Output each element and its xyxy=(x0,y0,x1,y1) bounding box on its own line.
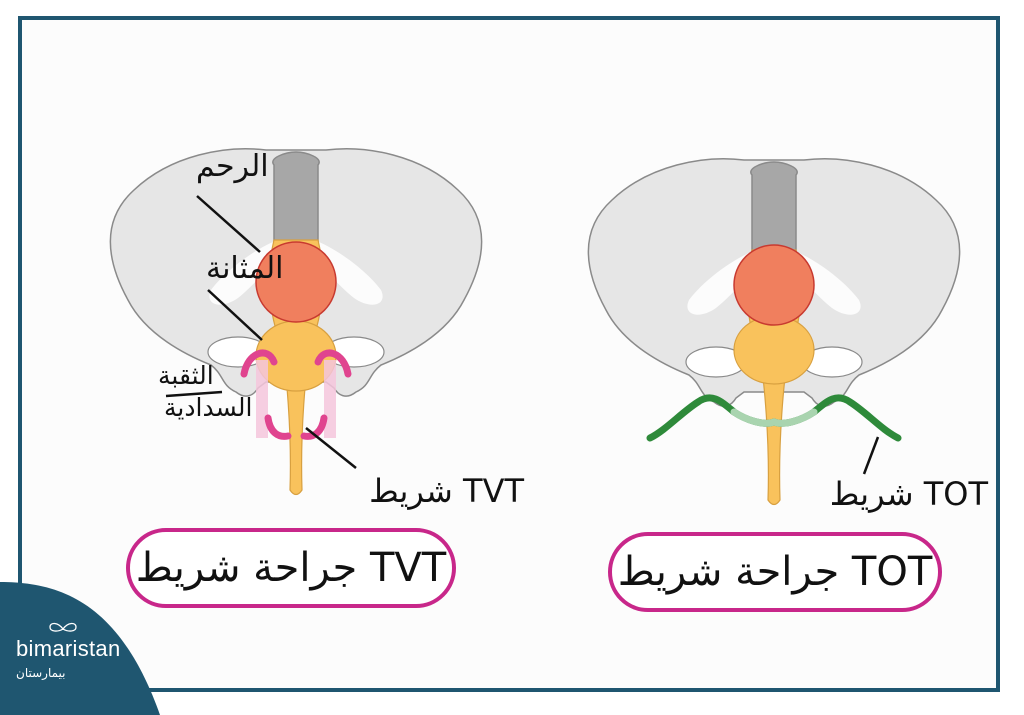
tvt-diagram: الرحم المثانة الثقبة السدادية شريط TVT xyxy=(109,148,524,510)
label-bladder: المثانة xyxy=(206,251,283,286)
label-tvt-tape: شريط TVT xyxy=(369,472,524,510)
vagina-tube xyxy=(750,161,798,261)
label-obturator-line2: السدادية xyxy=(164,393,252,422)
uterus xyxy=(255,241,337,323)
tot-tape-sling xyxy=(730,408,818,427)
leader-tvt-tape xyxy=(305,427,357,469)
vagina-tube xyxy=(272,151,320,251)
label-uterus: الرحم xyxy=(196,149,269,184)
tvt-caption: جراحة شريط TVT xyxy=(126,528,456,608)
tvt-tape-arm-right xyxy=(324,360,336,438)
tvt-tape-sling xyxy=(264,414,328,440)
label-obturator-line1: الثقبة xyxy=(158,361,214,390)
tot-caption: جراحة شريط TOT xyxy=(608,532,942,612)
tvt-tape-arm-left xyxy=(256,360,268,438)
logo-brand: bimaristan xyxy=(16,636,121,661)
leader-obturator xyxy=(165,390,223,398)
logo-background xyxy=(0,582,160,715)
uterus xyxy=(733,244,815,326)
tvt-tape-hook-right xyxy=(314,349,352,378)
tot-diagram: شريط TOT xyxy=(587,158,989,513)
bimaristan-logo: bimaristan بيمارستان xyxy=(0,582,160,715)
logo-brand-ar: بيمارستان xyxy=(16,666,66,680)
butterfly-icon xyxy=(49,622,77,632)
tvt-tape-hook-left xyxy=(240,349,278,378)
leader-uterus xyxy=(196,195,261,253)
bladder xyxy=(733,315,815,385)
leader-tot-tape xyxy=(862,436,880,475)
leader-bladder xyxy=(207,289,263,341)
label-tot-tape: شريط TOT xyxy=(830,475,989,513)
